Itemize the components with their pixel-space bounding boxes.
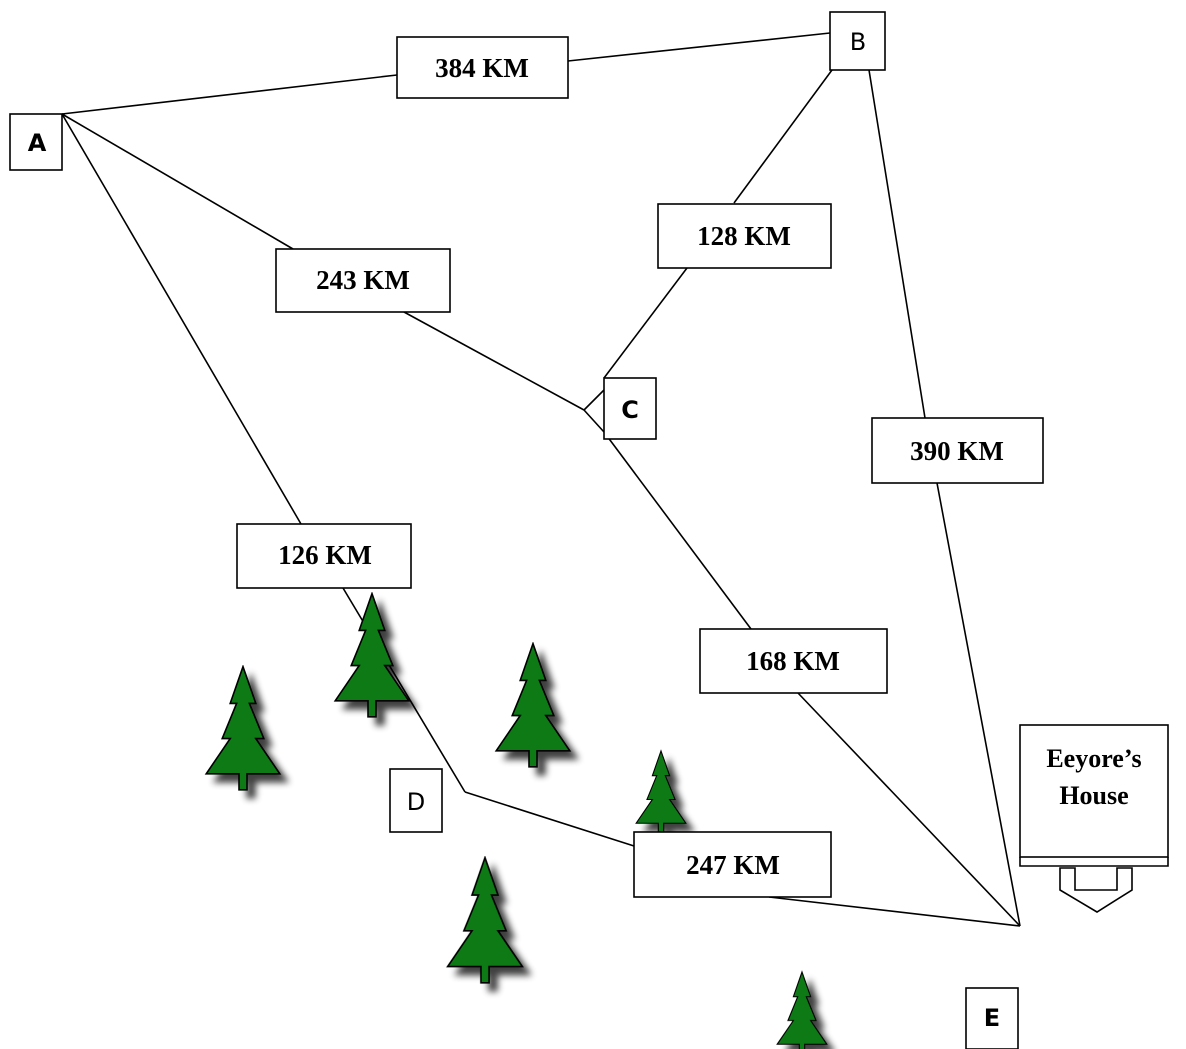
edge-a-c-line bbox=[61, 113, 294, 250]
edge-label-box-de bbox=[633, 831, 832, 898]
node-boxes bbox=[9, 11, 1019, 1049]
edge-c-e-line bbox=[797, 692, 1021, 927]
edge-label-ce: 168 KM bbox=[746, 646, 840, 676]
edge-d-e-line bbox=[768, 896, 1021, 927]
edge-label-de: 247 KM bbox=[686, 850, 780, 880]
pine-tree-icon bbox=[635, 750, 687, 835]
node-label-c: C bbox=[621, 396, 639, 424]
edge-label-bc: 128 KM bbox=[697, 221, 791, 251]
pine-tree-icon bbox=[495, 642, 571, 768]
node-e-box bbox=[965, 987, 1019, 1049]
node-label-b: B bbox=[850, 28, 866, 56]
edge-label-ac: 243 KM bbox=[316, 265, 410, 295]
edge-c-e-line bbox=[603, 431, 752, 630]
node-c-box bbox=[603, 377, 657, 440]
edge-b-c-line bbox=[603, 267, 688, 379]
edge-c-corner-line bbox=[583, 389, 605, 411]
edge-label-box-bc bbox=[657, 203, 832, 269]
forest-front bbox=[334, 592, 410, 718]
node-label-a: A bbox=[28, 129, 47, 157]
edge-b-e-line bbox=[936, 482, 1021, 927]
edge-a-d-line bbox=[61, 113, 302, 525]
edge-b-c-line bbox=[733, 69, 833, 204]
pine-tree-icon bbox=[776, 971, 828, 1049]
house-callout-box bbox=[1019, 724, 1169, 858]
edge-label-box-ab bbox=[396, 36, 569, 99]
edge-label-ab: 384 KM bbox=[435, 53, 529, 83]
edge-label-box-ad bbox=[236, 523, 412, 589]
edge-label-be: 390 KM bbox=[910, 436, 1004, 466]
edge-c-corner-line bbox=[583, 409, 605, 433]
pine-tree-icon bbox=[446, 856, 524, 984]
edge-a-b-line bbox=[61, 74, 398, 115]
down-arrow-icon bbox=[1059, 867, 1133, 913]
edge-a-b-line bbox=[567, 32, 831, 62]
edge-label-box-be bbox=[871, 417, 1044, 484]
node-a-box bbox=[9, 113, 63, 171]
edge-d-e-line bbox=[464, 791, 635, 847]
node-b-box bbox=[829, 11, 886, 71]
eeyore-house-callout: Eeyore’s House bbox=[1019, 724, 1169, 913]
edge-label-ad: 126 KM bbox=[278, 540, 372, 570]
edge-label-box-ac bbox=[275, 248, 451, 313]
house-callout-shadow bbox=[1019, 857, 1169, 867]
house-label-line2: House bbox=[1059, 781, 1128, 810]
pine-tree-icon bbox=[334, 592, 410, 718]
edge-label-boxes bbox=[236, 36, 1044, 898]
pine-tree-icon bbox=[205, 665, 281, 791]
node-label-e: E bbox=[984, 1004, 1000, 1032]
edge-a-c-line bbox=[403, 311, 585, 411]
edge-b-e-line bbox=[868, 69, 926, 419]
house-label-line1: Eeyore’s bbox=[1046, 744, 1141, 773]
node-d-box bbox=[389, 768, 443, 833]
node-label-d: D bbox=[407, 788, 425, 816]
edge-labels: 384 KM 128 KM 243 KM 390 KM 126 KM 168 K… bbox=[278, 53, 1004, 880]
edge-label-box-ce bbox=[699, 628, 888, 694]
node-labels: A B C D E bbox=[28, 28, 1000, 1032]
